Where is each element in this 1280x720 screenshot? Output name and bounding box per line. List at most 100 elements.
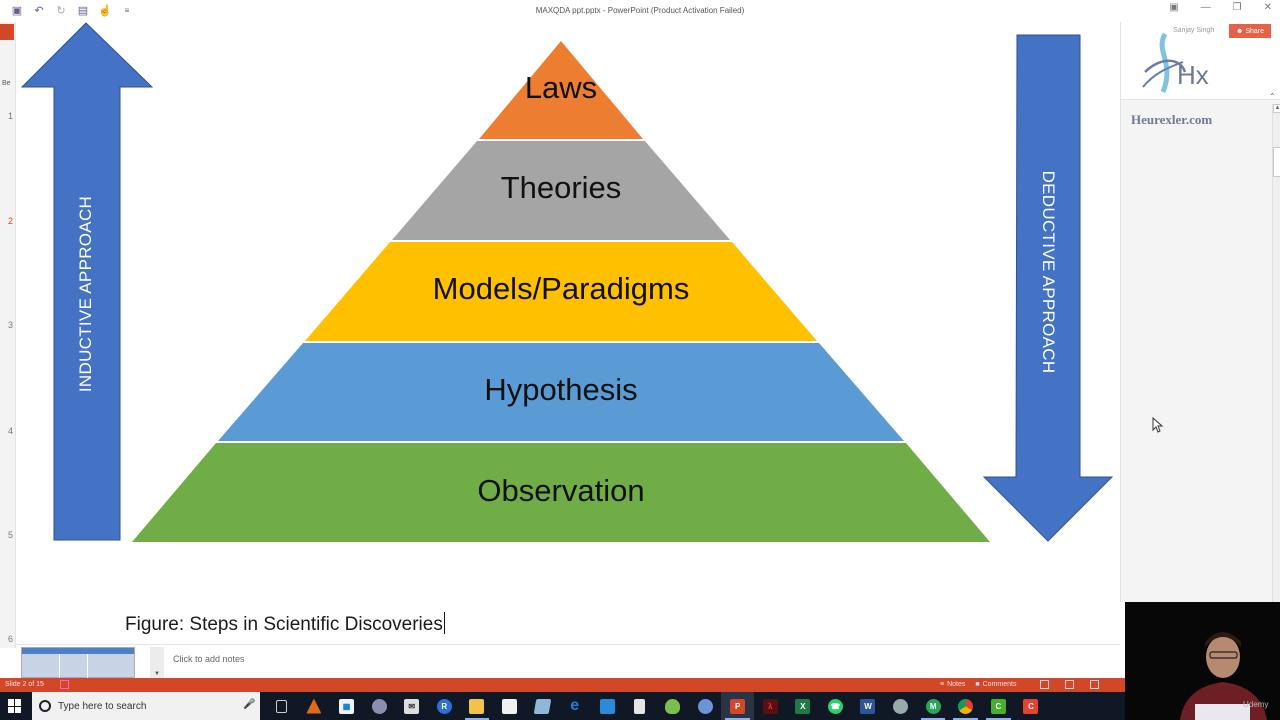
slide-number[interactable]: 3 xyxy=(8,320,14,330)
pyramid-level-models[interactable] xyxy=(305,242,817,341)
word-icon[interactable]: W xyxy=(852,692,885,720)
slide-indicator: Slide 2 of 15 xyxy=(5,681,44,688)
microphone-icon[interactable]: 🎤 xyxy=(243,699,256,710)
share-button[interactable]: ☻ Share xyxy=(1229,24,1271,38)
slide-number-active[interactable]: 2 xyxy=(8,216,14,226)
window-controls: ▣ — ❐ ✕ xyxy=(1169,2,1272,13)
scrollbar-thumb[interactable] xyxy=(1273,147,1280,177)
matlab-icon[interactable] xyxy=(298,692,331,720)
store-icon[interactable]: ▦ xyxy=(330,692,363,720)
undo-icon[interactable]: ↶ xyxy=(34,4,44,17)
pyramid-label-theories: Theories xyxy=(500,170,622,205)
quick-access-toolbar: ▣ ↶ ↻ ▤ ☝ ≡ xyxy=(10,3,134,17)
network-app-icon[interactable] xyxy=(689,692,722,720)
restore-icon[interactable]: ❐ xyxy=(1232,2,1242,13)
minimize-icon[interactable]: — xyxy=(1200,2,1211,13)
touch-mode-icon[interactable]: ☝ xyxy=(98,4,112,17)
scroll-up-icon[interactable]: ▲ xyxy=(1273,104,1280,113)
app-icon-generic[interactable] xyxy=(526,692,559,720)
close-icon[interactable]: ✕ xyxy=(1263,2,1272,13)
ribbon-right-area: Hx Sanjay Singh ☻ Share ⌃ xyxy=(1121,22,1280,101)
slide-number[interactable]: 5 xyxy=(8,530,14,540)
cortana-icon xyxy=(39,700,51,712)
camtasia-red-icon[interactable]: C xyxy=(1015,692,1048,720)
comment-icon: ■ xyxy=(975,681,980,688)
presenter-video xyxy=(1180,632,1267,720)
acrobat-icon[interactable]: λ xyxy=(754,692,787,720)
slide-canvas[interactable]: Laws Theories Models/Paradigms Hypothesi… xyxy=(16,22,1120,648)
taskbar-search[interactable]: Type here to search 🎤 xyxy=(32,692,260,720)
slide-thumbnail[interactable] xyxy=(21,647,135,679)
maxqda-icon[interactable] xyxy=(656,692,689,720)
slide-number[interactable]: 4 xyxy=(8,426,14,436)
reading-view-icon[interactable] xyxy=(1090,680,1100,689)
edge-icon[interactable]: e xyxy=(570,697,580,714)
remote-desktop-icon[interactable] xyxy=(591,692,624,720)
deductive-arrow[interactable] xyxy=(982,34,1114,542)
task-view-icon[interactable] xyxy=(265,692,298,720)
collapse-ribbon-icon[interactable]: ⌃ xyxy=(1269,92,1276,101)
right-panel: Hx Sanjay Singh ☻ Share ⌃ Heurexler.com … xyxy=(1120,22,1280,602)
person-icon: ☻ xyxy=(1235,27,1244,35)
pyramid-label-hypothesis: Hypothesis xyxy=(484,372,638,407)
normal-view-icon[interactable] xyxy=(1040,680,1050,689)
windows-taskbar: Type here to search 🎤 ▦ ✉ R e P λ X ☎ W … xyxy=(0,692,1125,720)
mouse-pointer-icon xyxy=(1152,417,1164,433)
status-bar: Slide 2 of 15 ≡ Notes ■ Comments xyxy=(0,678,1125,692)
present-icon[interactable]: ▤ xyxy=(77,4,89,17)
inductive-approach-label: INDUCTIVE APPROACH xyxy=(76,195,95,393)
deductive-approach-label: DEDUCTIVE APPROACH xyxy=(1039,170,1058,374)
sticky-notes-icon[interactable] xyxy=(493,692,526,720)
calculator-icon[interactable] xyxy=(624,692,657,720)
pyramid-level-laws[interactable] xyxy=(479,41,643,139)
pyramid-diagram xyxy=(132,41,990,542)
notes-scroll-down-icon[interactable]: ▼ xyxy=(150,647,164,678)
inductive-arrow[interactable] xyxy=(20,22,154,541)
file-explorer-icon[interactable] xyxy=(461,692,494,720)
pyramid-label-observation: Observation xyxy=(477,473,645,508)
ribbon-display-options-icon[interactable]: ▣ xyxy=(1169,2,1179,13)
save-icon[interactable]: ▣ xyxy=(11,4,23,17)
window-title: MAXQDA ppt.pptx - PowerPoint (Product Ac… xyxy=(535,6,745,15)
pyramid-label-laws: Laws xyxy=(524,70,598,105)
notes-button-label: Notes xyxy=(947,681,966,688)
pyramid-label-models: Models/Paradigms xyxy=(432,271,690,306)
slide-number[interactable]: 1 xyxy=(8,111,14,121)
whatsapp-icon[interactable]: ☎ xyxy=(819,692,852,720)
vertical-scrollbar[interactable]: ▲ xyxy=(1272,104,1280,602)
notes-button[interactable]: ≡ Notes xyxy=(940,681,965,688)
inkscape-icon[interactable] xyxy=(884,692,917,720)
redo-icon[interactable]: ↻ xyxy=(56,4,66,17)
text-cursor xyxy=(443,612,445,634)
mail-icon[interactable]: ✉ xyxy=(395,692,428,720)
taskbar-apps: ▦ ✉ R e P λ X ☎ W M C C xyxy=(265,692,1047,720)
figure-caption[interactable]: Figure: Steps in Scientific Discoveries xyxy=(125,612,445,636)
brain-app-icon[interactable] xyxy=(363,692,396,720)
camtasia-green-icon[interactable]: C xyxy=(982,692,1015,720)
udemy-watermark: Udemy xyxy=(1243,700,1269,709)
file-tab[interactable] xyxy=(0,24,14,40)
pyramid-level-observation[interactable] xyxy=(132,443,990,542)
hx-logo-icon: Hx xyxy=(1142,32,1209,93)
powerpoint-icon[interactable]: P xyxy=(721,692,754,720)
pyramid-level-hypothesis[interactable] xyxy=(218,343,904,441)
r-icon[interactable]: R xyxy=(428,692,461,720)
spelling-check-icon[interactable] xyxy=(60,680,69,689)
excel-icon[interactable]: X xyxy=(787,692,820,720)
start-button[interactable] xyxy=(8,699,22,713)
slide-number[interactable]: 6 xyxy=(8,634,14,644)
svg-text:Hx: Hx xyxy=(1177,60,1209,90)
chrome-icon[interactable] xyxy=(949,692,982,720)
pyramid-level-theories[interactable] xyxy=(392,141,730,240)
figure-caption-text: Figure: Steps in Scientific Discoveries xyxy=(125,614,443,635)
customize-qat-icon[interactable]: ≡ xyxy=(124,5,130,15)
comments-button[interactable]: ■ Comments xyxy=(975,681,1016,688)
account-user-name[interactable]: Sanjay Singh xyxy=(1173,27,1215,34)
slide-sorter-icon[interactable] xyxy=(1065,680,1075,689)
notes-area: ▼ Click to add notes xyxy=(16,644,1120,679)
m-app-icon[interactable]: M xyxy=(917,692,950,720)
webcam-overlay: Udemy xyxy=(1125,602,1280,720)
notes-input[interactable]: Click to add notes xyxy=(173,654,245,664)
share-label: Share xyxy=(1245,27,1265,35)
